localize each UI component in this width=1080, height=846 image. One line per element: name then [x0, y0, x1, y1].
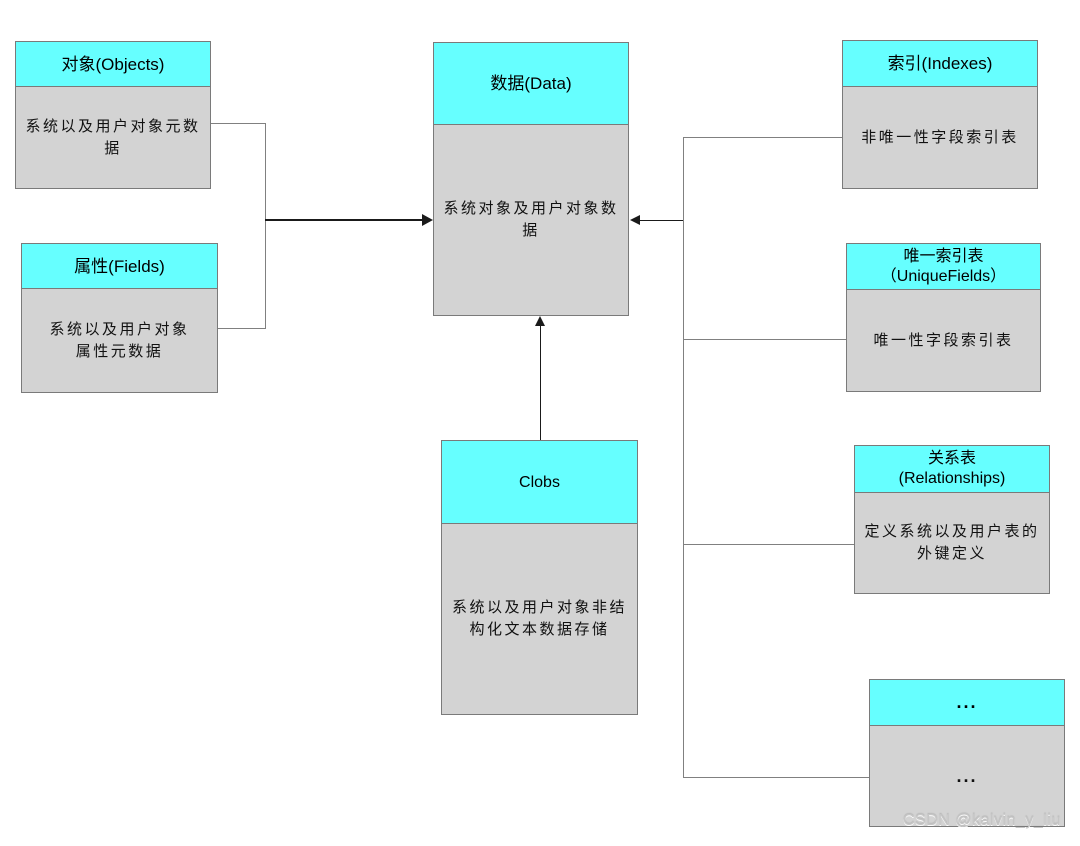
- box-indexes-title: 索引(Indexes): [843, 41, 1037, 87]
- watermark: CSDN @kalvin_y_liu: [903, 812, 1061, 829]
- connector-objects: [211, 123, 265, 124]
- connector-indexes: [684, 137, 842, 138]
- connector-relationships: [684, 544, 854, 545]
- box-more-title: ...: [870, 680, 1064, 726]
- arrow-to-data-left: [265, 219, 423, 221]
- arrow-to-data-right: [640, 220, 683, 221]
- junction-line-left: [265, 123, 266, 329]
- box-indexes-body: 非唯一性字段索引表: [861, 128, 1019, 146]
- box-indexes: 索引(Indexes) 非唯一性字段索引表: [842, 40, 1038, 189]
- arrow-clobs-to-data: [540, 326, 541, 440]
- box-objects: 对象(Objects) 系统以及用户对象元数 据: [15, 41, 211, 189]
- box-more: ... ...: [869, 679, 1065, 827]
- box-relationships-title: 关系表 (Relationships): [855, 446, 1049, 493]
- box-fields-body: 系统以及用户对象 属性元数据: [49, 320, 190, 360]
- box-unique-fields-title: 唯一索引表 （UniqueFields）: [847, 244, 1040, 290]
- connector-fields: [218, 328, 265, 329]
- box-data: 数据(Data) 系统对象及用户对象数 据: [433, 42, 629, 316]
- arrowhead-right-pointing-icon: [422, 214, 433, 226]
- box-relationships: 关系表 (Relationships) 定义系统以及用户表的 外键定义: [854, 445, 1050, 594]
- connector-more: [684, 777, 869, 778]
- arrowhead-up-pointing-icon: [535, 316, 545, 326]
- box-objects-title: 对象(Objects): [16, 42, 210, 87]
- box-relationships-body: 定义系统以及用户表的 外键定义: [864, 523, 1040, 562]
- arrowhead-left-pointing-icon: [630, 215, 640, 225]
- box-more-body: ...: [956, 766, 978, 786]
- junction-line-right: [683, 137, 684, 778]
- box-clobs-body: 系统以及用户对象非结 构化文本数据存储: [451, 599, 627, 638]
- box-fields: 属性(Fields) 系统以及用户对象 属性元数据: [21, 243, 218, 393]
- box-objects-body: 系统以及用户对象元数 据: [25, 117, 201, 157]
- box-unique-fields-body: 唯一性字段索引表: [873, 331, 1014, 349]
- box-fields-title: 属性(Fields): [22, 244, 217, 289]
- box-clobs-title: Clobs: [442, 441, 637, 524]
- connector-unique-fields: [684, 339, 846, 340]
- box-unique-fields: 唯一索引表 （UniqueFields） 唯一性字段索引表: [846, 243, 1041, 392]
- box-data-title: 数据(Data): [434, 43, 628, 125]
- box-data-body: 系统对象及用户对象数 据: [443, 200, 619, 239]
- box-clobs: Clobs 系统以及用户对象非结 构化文本数据存储: [441, 440, 638, 715]
